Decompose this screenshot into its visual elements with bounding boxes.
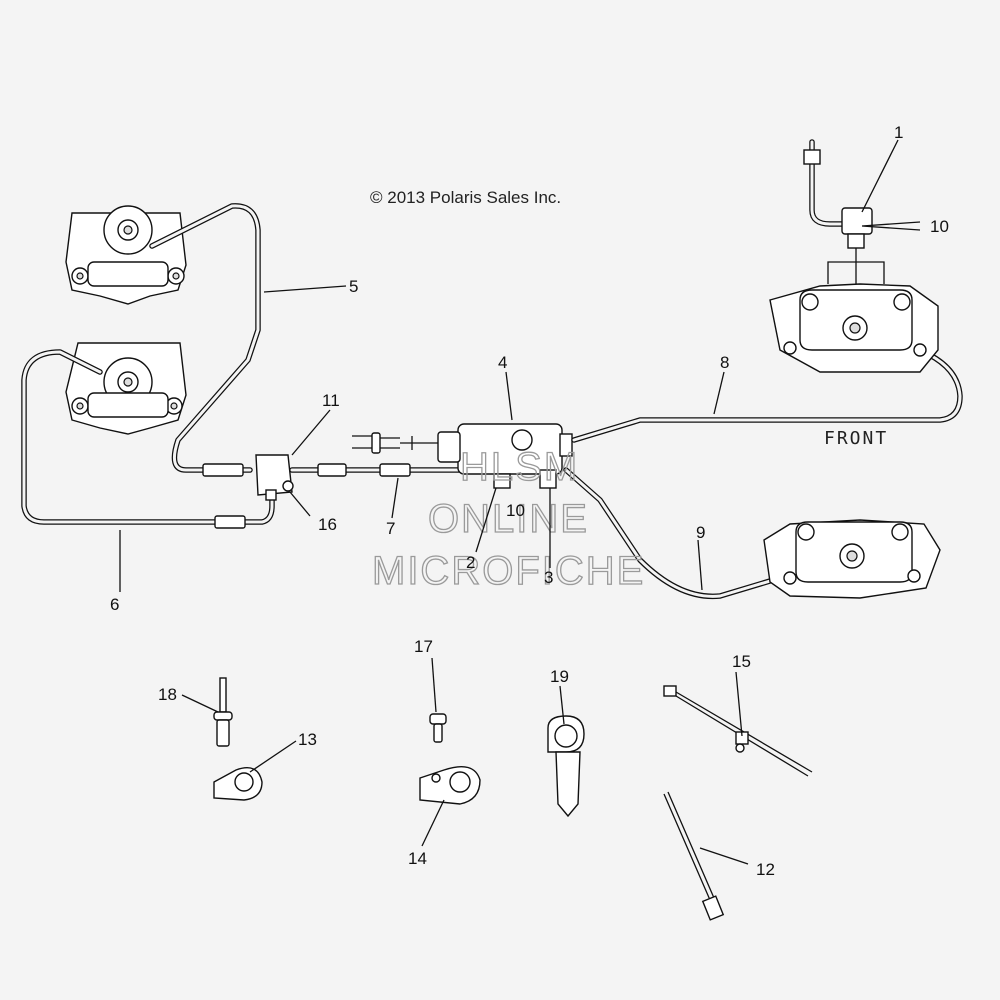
leader-lines: [119, 139, 921, 865]
callout-5: 5: [349, 277, 358, 296]
brake-line-7: [289, 463, 463, 477]
callout-1: 1: [894, 123, 903, 142]
callout-8: 8: [720, 353, 729, 372]
callout-13: 13: [298, 730, 317, 749]
front-caliper-upper: [769, 261, 939, 373]
brake-line-8: [571, 345, 963, 443]
brake-hose-1: [803, 139, 873, 284]
callout-4: 4: [498, 353, 507, 372]
clamp-13: [213, 767, 263, 801]
callout-7: 7: [386, 519, 395, 538]
callout-18: 18: [158, 685, 177, 704]
cable-tie-12: [663, 791, 725, 921]
callout-3: 3: [544, 568, 553, 587]
callout-6: 6: [110, 595, 119, 614]
watermark-line-2: ONLINE: [428, 497, 589, 541]
clip-19: [547, 715, 585, 818]
front-caliper-lower: [763, 519, 941, 599]
rear-caliper-upper: [65, 205, 187, 305]
callout-17: 17: [414, 637, 433, 656]
callout-2: 2: [466, 553, 475, 572]
callout-15: 15: [732, 652, 751, 671]
brake-line-6: [21, 349, 275, 529]
brake-line-5: [149, 203, 261, 473]
copyright-text: © 2013 Polaris Sales Inc.: [370, 188, 561, 207]
rear-caliper-lower: [65, 342, 187, 435]
junction-block-11: [255, 454, 294, 501]
callout-10-top: 10: [930, 217, 949, 236]
clamp-14: [419, 766, 481, 805]
callout-11: 11: [322, 391, 340, 410]
rivet-18: [213, 677, 233, 747]
watermark-line-3: MICROFICHE: [372, 549, 645, 593]
callout-14: 14: [408, 849, 427, 868]
screw-17: [429, 713, 447, 743]
callout-16: 16: [318, 515, 337, 534]
callout-19: 19: [550, 667, 569, 686]
brake-line-9: [563, 467, 823, 600]
callout-10-mid: 10: [506, 501, 525, 520]
cable-tie-15: [663, 685, 813, 777]
watermark-line-1: HLSM: [460, 445, 579, 489]
callout-9: 9: [696, 523, 705, 542]
front-label: FRONT: [824, 428, 888, 449]
master-cylinder-4: [352, 423, 573, 489]
callout-12: 12: [756, 860, 775, 879]
